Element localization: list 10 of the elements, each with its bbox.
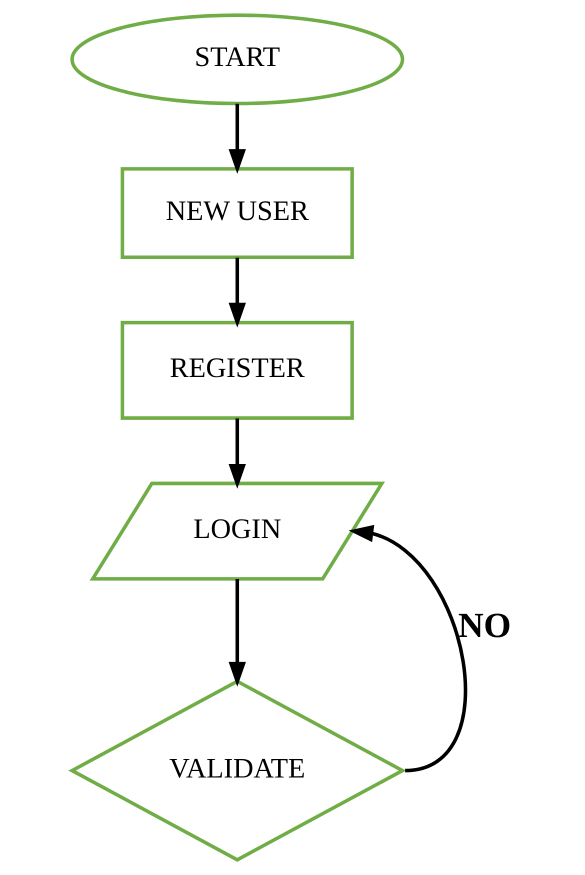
arrow [348,524,468,772]
edge-label: NO [458,606,512,646]
arrow [228,258,246,328]
arrow [228,418,246,489]
arrow [228,578,246,687]
node-diamond: VALIDATE [68,679,406,862]
arrow [228,104,246,174]
node-box: REGISTER [120,320,354,420]
node-ellipse: START [70,13,404,106]
node-box: NEW USER [120,167,354,260]
